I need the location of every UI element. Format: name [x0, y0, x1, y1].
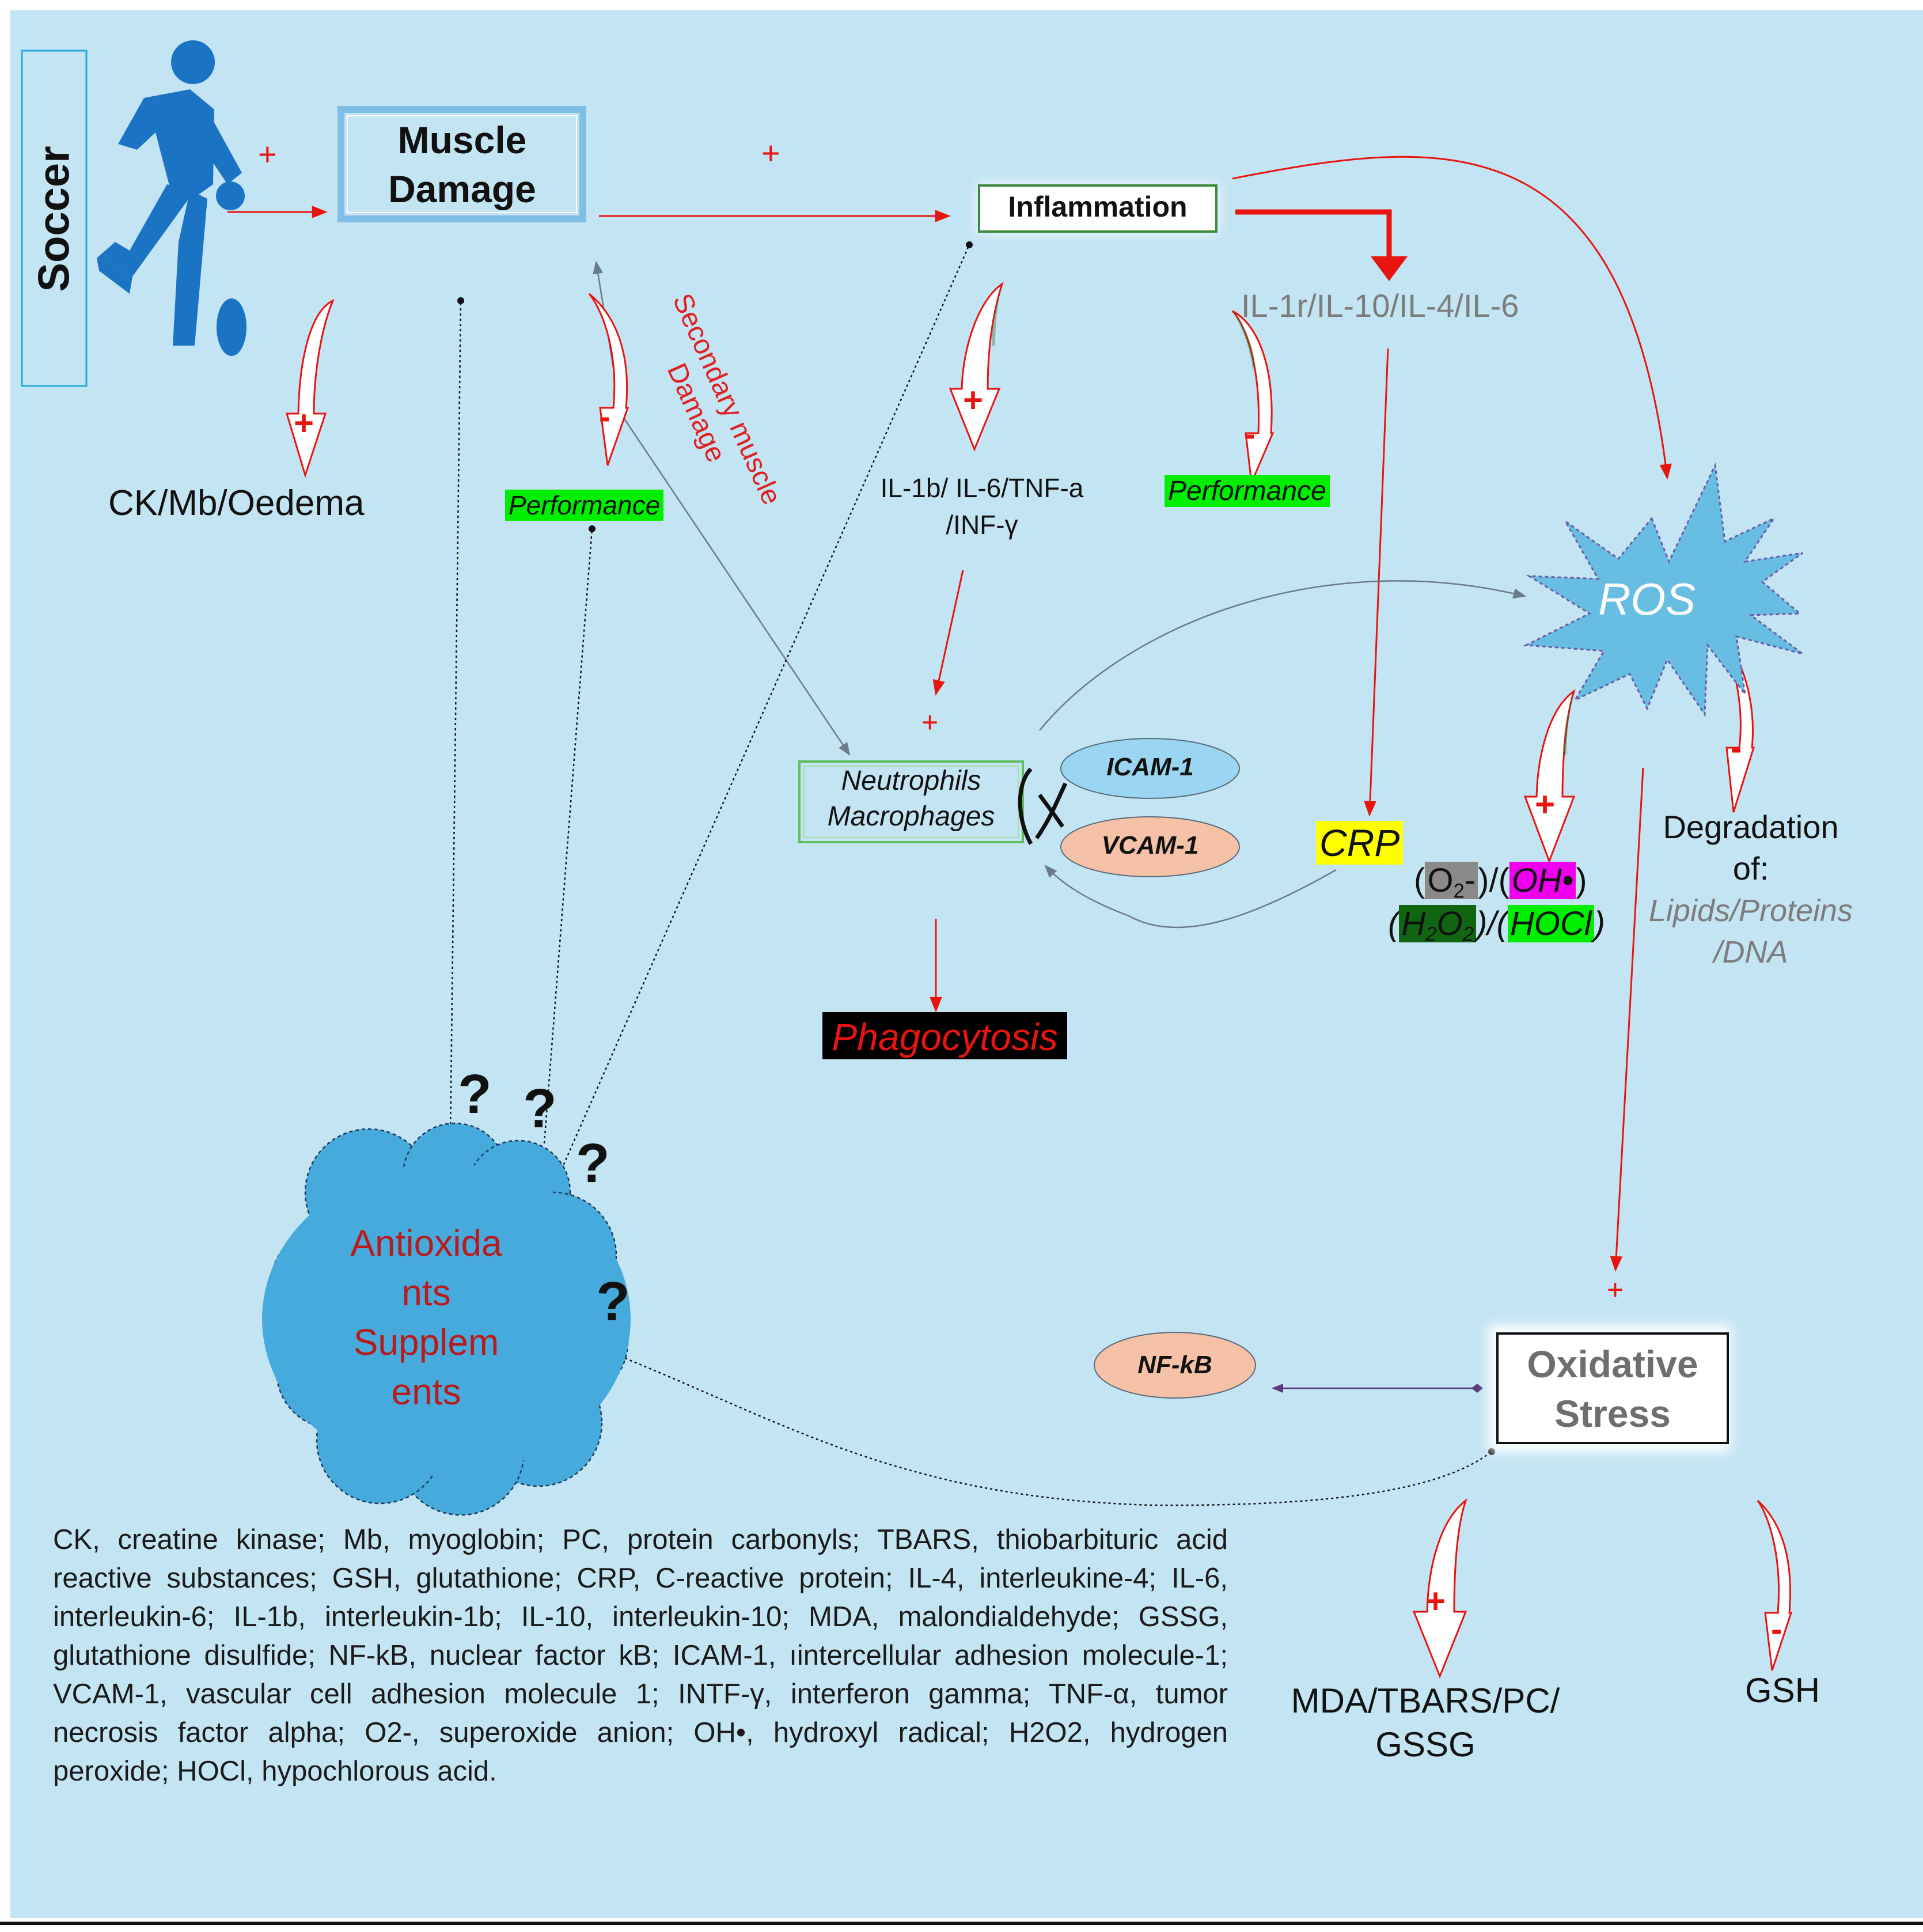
- hocl-label: HOCl: [1507, 905, 1594, 942]
- muscle-damage-label-1: Muscle: [397, 119, 527, 161]
- question-mark-4: ?: [596, 1271, 630, 1332]
- minus-gsh: -: [1771, 1611, 1782, 1648]
- diagram-background: [10, 10, 1923, 1918]
- soccer-label: Soccer: [29, 146, 79, 292]
- antioxidant-cloud-fill: [262, 1164, 631, 1475]
- inflammation-label: Inflammation: [1008, 191, 1188, 223]
- question-mark-2: ?: [523, 1078, 557, 1139]
- ros-label: ROS: [1598, 574, 1696, 624]
- ros-star: [1523, 462, 1803, 717]
- oxidative-stress-box: [1496, 1332, 1729, 1444]
- performance-label-1: Performance: [505, 490, 664, 521]
- soccer-player-icon: [97, 40, 246, 356]
- vcam-label: VCAM-1: [1101, 831, 1199, 859]
- plus-neutrophils: +: [921, 706, 939, 738]
- plus-ros-species: +: [1535, 785, 1556, 824]
- minus-perf-2: -: [1244, 415, 1256, 453]
- soccer-box: [21, 50, 88, 387]
- gsh-label: GSH: [1745, 1671, 1820, 1710]
- icam-label: ICAM-1: [1106, 753, 1194, 781]
- degradation-label: Degradation of:: [1663, 809, 1839, 887]
- hollow-arrow-glows: [992, 284, 1574, 755]
- nfkb-ellipse: [1094, 1332, 1256, 1399]
- plus-muscle-inflammation: +: [761, 135, 780, 171]
- phagocytosis-label: Phagocytosis: [832, 1016, 1058, 1058]
- hollow-arrows: [285, 282, 1793, 1679]
- minus-perf-1: -: [599, 398, 610, 435]
- mda-label: MDA/TBARS/PC/ GSSG: [1291, 1681, 1560, 1764]
- minus-degradation: -: [1731, 729, 1742, 767]
- cytokines-anti-label: IL-1r/IL-10/IL-4/IL-6: [1241, 287, 1519, 324]
- vcam-ellipse: [1060, 816, 1240, 877]
- plus-ck-arrow: +: [294, 404, 314, 442]
- plus-pro-arrow: +: [963, 381, 984, 419]
- abbreviations-legend: CK, creatine kinase; Mb, myoglobin; PC, …: [53, 1524, 1228, 1787]
- plus-mda: +: [1425, 1582, 1446, 1620]
- thick-red-arrow: [1235, 209, 1408, 281]
- neutrophils-label: Neutrophils Macrophages: [827, 766, 995, 832]
- performance-label-2: Performance: [1165, 475, 1330, 507]
- plus-soccer-muscle: +: [258, 136, 277, 172]
- antioxidants-label: Antioxida nts Supplem ents: [350, 1222, 502, 1412]
- phagocytosis-bg: [822, 1012, 1067, 1059]
- degradation-targets-label: Lipids/Proteins /DNA: [1648, 893, 1853, 969]
- plus-oxidative: +: [1607, 1274, 1624, 1306]
- ros-species-row-1: (O2-)/(OH•): [1414, 862, 1587, 903]
- muscle-damage-label-2: Damage: [388, 168, 536, 210]
- oxidative-stress-label: Oxidative Stress: [1527, 1343, 1698, 1435]
- binding-connector: [1018, 767, 1068, 845]
- icam-ellipse: [1060, 738, 1240, 799]
- question-mark-3: ?: [576, 1132, 610, 1194]
- inflammation-box: [978, 184, 1217, 233]
- superoxide-label: O2-: [1425, 862, 1478, 902]
- question-mark-1: ?: [458, 1063, 492, 1125]
- dotted-lines: [449, 241, 1495, 1506]
- h2o2-label: H2O2: [1399, 905, 1477, 945]
- crp-label: CRP: [1316, 821, 1404, 865]
- hydroxyl-label: OH•: [1509, 862, 1576, 899]
- ros-species-row-2: (H2O2)/(HOCl): [1388, 905, 1605, 946]
- neutrophils-box: [798, 760, 1024, 843]
- cytokines-pro-label: IL-1b/ IL-6/TNF-a /INF-γ: [880, 473, 1084, 540]
- nfkb-label: NF-kB: [1137, 1351, 1212, 1379]
- ck-mb-oedema-label: CK/Mb/Oedema: [108, 483, 365, 523]
- muscle-damage-box: [337, 106, 586, 222]
